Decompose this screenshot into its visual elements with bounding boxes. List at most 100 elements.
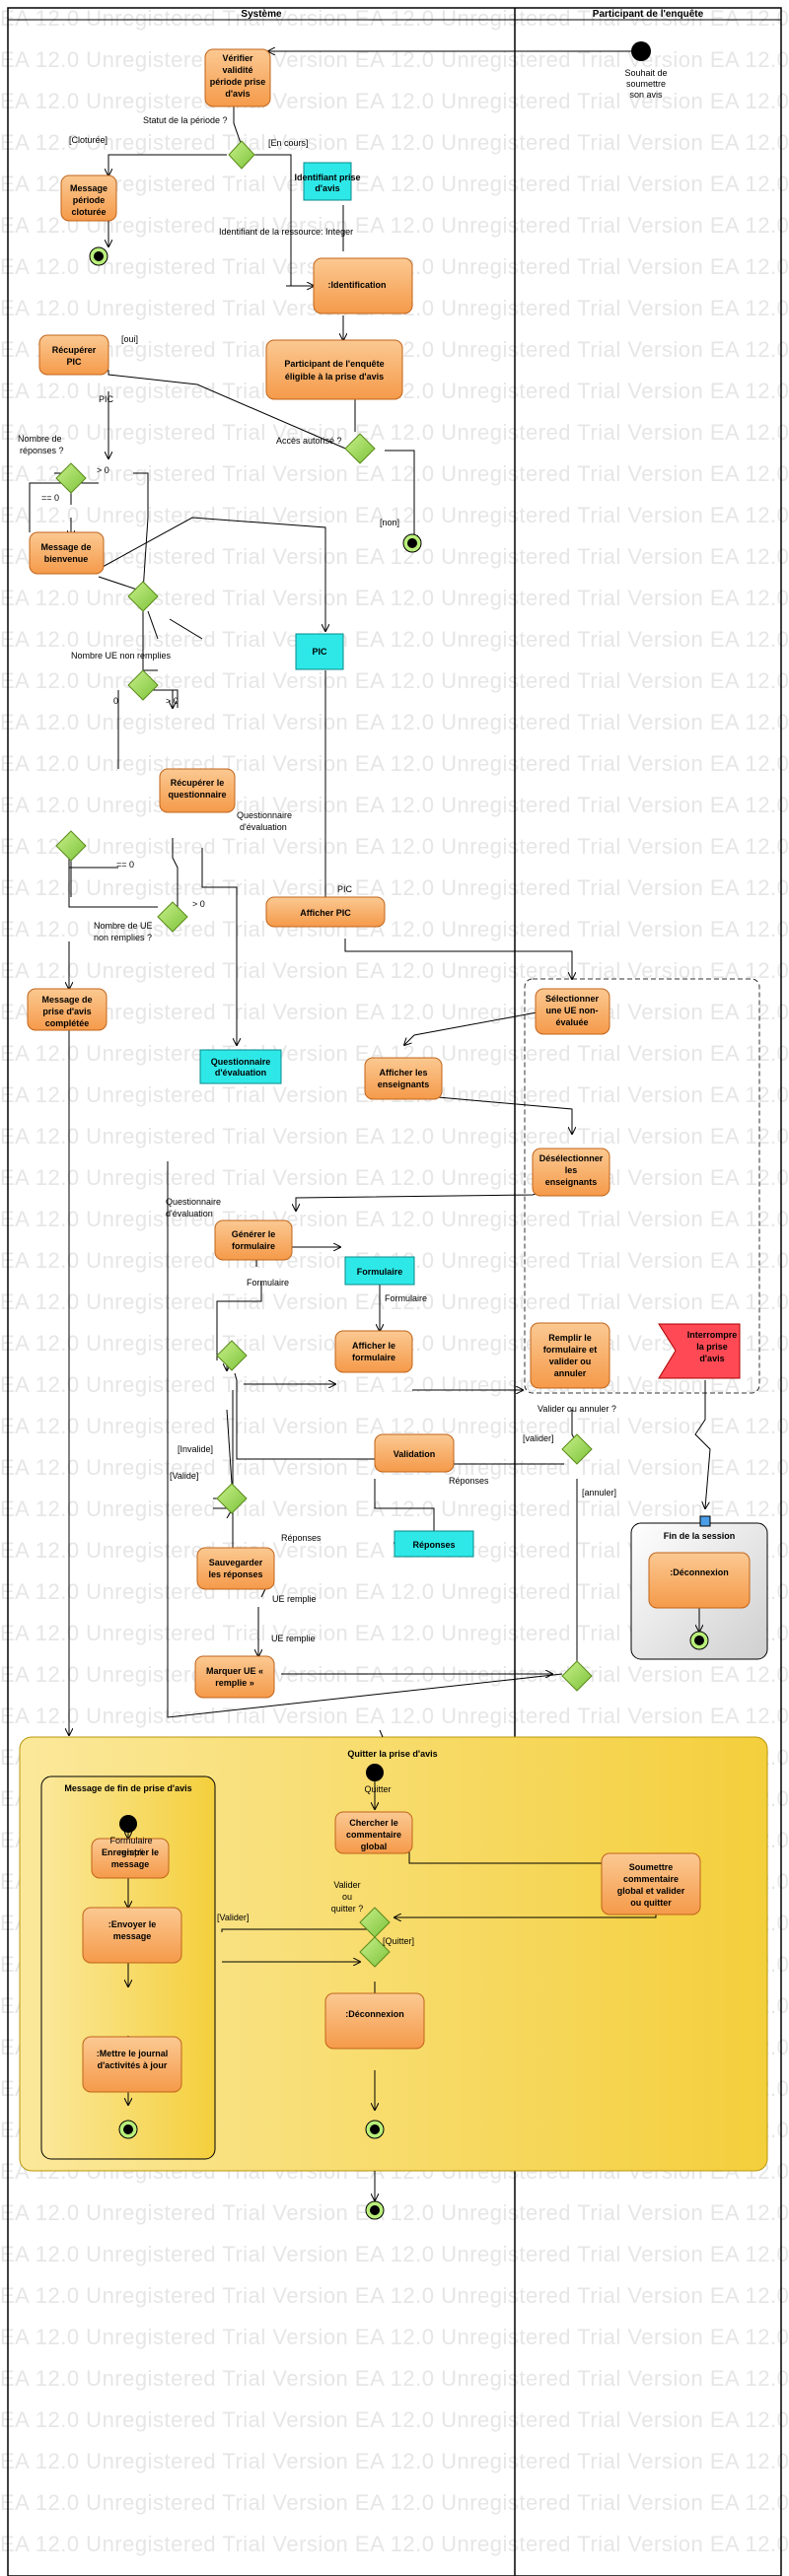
activity-remplir-formulaire	[530, 1322, 610, 1389]
final-node-fin-session	[689, 1631, 709, 1650]
decision-acces	[344, 433, 376, 464]
activity-soumettre-commentaire	[601, 1852, 701, 1915]
decisions	[55, 140, 593, 1968]
activity-selectionner-ue	[535, 988, 610, 1035]
label-valider-br: [Valider]	[217, 1913, 249, 1922]
interrupt-signal-label: la prise	[696, 1342, 728, 1352]
activity-sauvegarder-label: les réponses	[208, 1569, 262, 1579]
label-acces: Accès autorisé ?	[276, 436, 342, 446]
activity-enregistrer-message	[91, 1838, 170, 1879]
activity-selectionner-ue-label: une UE non-	[546, 1006, 599, 1015]
label-valider-annuler: Valider ou annuler ?	[538, 1404, 616, 1414]
activity-marquer-ue-label: remplie »	[215, 1678, 254, 1688]
activity-identification	[313, 257, 413, 314]
activity-recuperer-pic	[38, 334, 109, 376]
activity-generer-formulaire-label: Générer le	[232, 1229, 276, 1239]
start-note-line: son avis	[629, 90, 663, 100]
activity-soumettre-commentaire-label: commentaire	[623, 1874, 679, 1884]
object-reponses	[394, 1530, 474, 1558]
label-questionnaire-pin-2: d'évaluation	[240, 822, 287, 832]
label-formulaire-rempli-1: Formulaire	[109, 1836, 152, 1845]
region-fin-session-title: Fin de la session	[664, 1531, 736, 1541]
objects	[199, 162, 474, 1558]
interrupt-signal-label: d'avis	[699, 1354, 724, 1363]
activity-afficher-enseignants	[364, 1057, 443, 1100]
start-note-line: soumettre	[626, 79, 666, 89]
label-reponses-pin-2: Réponses	[281, 1533, 322, 1543]
label-valider-quitter-3: quitter ?	[331, 1904, 364, 1914]
decision-nb-reponses	[55, 462, 87, 494]
label-nb-reponses-2: réponses ?	[20, 446, 64, 455]
activity-message-complete	[27, 988, 108, 1031]
object-pic-label: PIC	[312, 647, 327, 657]
label-en-cours: [En cours]	[268, 138, 309, 148]
activity-remplir-formulaire-label: valider ou	[549, 1357, 592, 1366]
activity-mettre-journal-label: :Mettre le journal	[97, 2049, 169, 2058]
label-identifiant-ressource: Identifiant de la ressource: Integer	[219, 227, 353, 237]
activity-participant-eligible	[265, 339, 403, 400]
activity-remplir-formulaire-label: Remplir le	[548, 1333, 592, 1343]
activity-mettre-journal-label: d'activités à jour	[98, 2060, 168, 2070]
decision-nb-ue-non	[157, 901, 188, 933]
activity-afficher-formulaire	[334, 1330, 413, 1373]
start-note-line: Souhait de	[624, 68, 667, 78]
initial-node-quitter	[366, 1764, 384, 1781]
decision-merge-complete	[55, 830, 87, 862]
activity-deconnexion-session	[648, 1552, 751, 1609]
activity-message-complete-label: prise d'avis	[42, 1007, 91, 1016]
activity-validation-label: Validation	[394, 1449, 436, 1459]
activity-verifier-label: période prise	[210, 77, 266, 87]
activity-remplir-formulaire-label: annuler	[554, 1368, 587, 1378]
activity-mettre-journal	[82, 2036, 182, 2093]
label-questionnaire-in-2: d'évaluation	[166, 1209, 213, 1218]
final-node-quitter	[365, 2120, 385, 2139]
initial-node-message-fin	[119, 1815, 137, 1833]
edge-labels: Statut de la période ? [Cloturée] [En co…	[18, 115, 616, 1946]
label-eq0-a: == 0	[41, 493, 59, 503]
label-oui: [oui]	[121, 334, 138, 344]
label-questionnaire-in-1: Questionnaire	[166, 1197, 221, 1207]
label-valider-quitter-2: ou	[342, 1892, 352, 1902]
activity-deselectionner-label: enseignants	[545, 1177, 598, 1187]
final-node-cloturee	[89, 246, 108, 266]
object-formulaire-label: Formulaire	[357, 1267, 403, 1277]
label-quitter-pin: Quitter	[364, 1784, 391, 1794]
label-nb-ue-non-1: Nombre de UE	[94, 921, 153, 931]
label-gt0-b: > 0	[166, 696, 179, 706]
activity-marquer-ue	[194, 1655, 275, 1699]
activity-deselectionner	[532, 1148, 610, 1197]
label-valide: [Valide]	[170, 1471, 198, 1481]
activity-participant-eligible-label: éligible à la prise d'avis	[285, 372, 384, 382]
interrupt-signal-label: Interrompre	[687, 1330, 738, 1340]
label-pic-pin-2: PIC	[337, 884, 353, 894]
activity-deselectionner-label: Désélectionner	[539, 1153, 604, 1163]
label-pic-pin: PIC	[99, 394, 114, 404]
object-identifiant-label-2: d'avis	[315, 183, 339, 193]
object-identifiant	[303, 162, 352, 201]
activity-selectionner-ue-label: Sélectionner	[545, 994, 600, 1004]
activity-participant-eligible-label: Participant de l'enquête	[284, 359, 384, 369]
activity-afficher-pic	[265, 896, 386, 928]
activity-verifier-label: validité	[222, 65, 252, 75]
activity-chercher-commentaire-label: Chercher le	[349, 1818, 398, 1828]
object-formulaire	[344, 1256, 415, 1286]
label-ue-remplie-1: UE remplie	[272, 1594, 317, 1604]
activity-recuperer-questionnaire	[159, 768, 236, 813]
label-invalide: [Invalide]	[178, 1444, 213, 1454]
activity-verifier	[204, 48, 271, 107]
final-node-diagram	[365, 2200, 385, 2220]
label-annuler: [annuler]	[582, 1488, 616, 1497]
initial-node-participant	[631, 41, 651, 61]
activity-message-cloturee-label: période	[73, 195, 106, 205]
label-nb-ue-remplies: Nombre UE non remplies	[71, 651, 172, 661]
decision-merge-quitter	[359, 1936, 391, 1968]
activity-envoyer-message-label: message	[113, 1931, 152, 1941]
activity-chercher-commentaire-label: global	[361, 1842, 388, 1851]
region-message-fin-title: Message de fin de prise d'avis	[64, 1783, 191, 1793]
label-questionnaire-pin-1: Questionnaire	[237, 810, 292, 820]
decision-validation	[216, 1483, 248, 1514]
activity-chercher-commentaire	[334, 1811, 413, 1854]
label-cloturee: [Cloturée]	[69, 135, 108, 145]
label-reponses-pin-1: Réponses	[449, 1476, 489, 1486]
